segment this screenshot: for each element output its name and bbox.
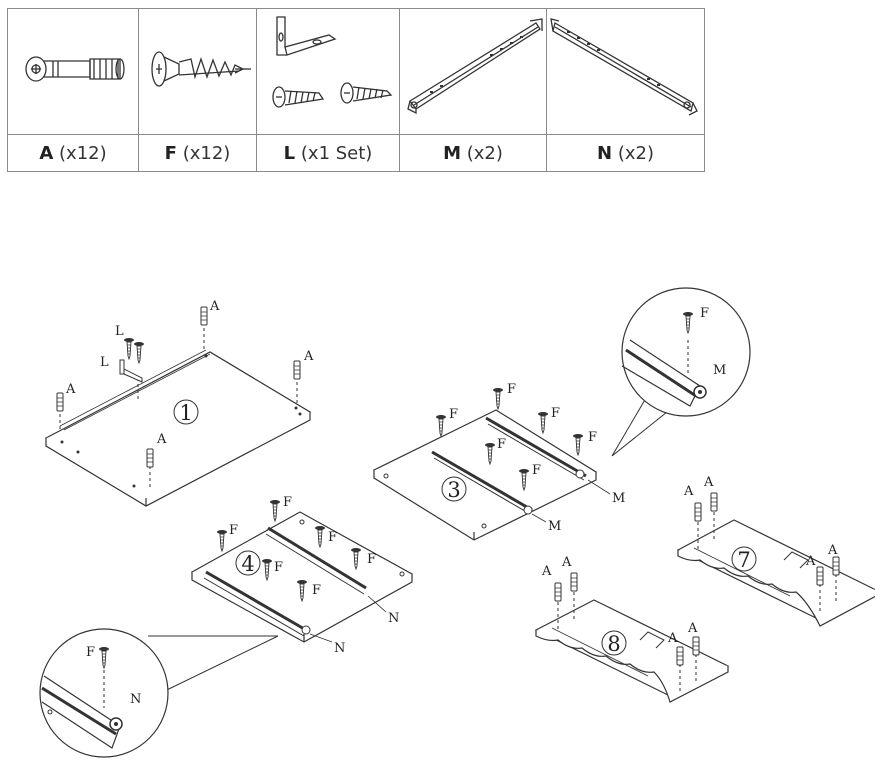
label-a: A <box>156 432 167 447</box>
label-a: A <box>541 564 552 579</box>
label-f: F <box>507 382 516 397</box>
label-a: A <box>303 349 314 364</box>
label-f: F <box>532 463 541 478</box>
label-a: A <box>687 621 698 636</box>
part-l-label: L (x1 Set) <box>256 134 400 172</box>
label-f: F <box>86 645 95 660</box>
label-f: F <box>312 583 321 598</box>
label-m: M <box>713 363 726 378</box>
label-f: F <box>551 406 560 421</box>
label-a: A <box>209 299 220 314</box>
part-m-label: M (x2) <box>399 134 547 172</box>
label-m: M <box>612 491 625 506</box>
l-bracket-set-icon <box>272 16 393 108</box>
label-a: A <box>683 484 694 499</box>
label-f: F <box>283 495 292 510</box>
drawer-rail-m-icon <box>407 18 543 115</box>
panel-step-8: 8 A A A A <box>534 555 730 703</box>
panel-step-1: 1 A A A A L L <box>44 299 314 507</box>
label-n: N <box>388 611 399 626</box>
parts-table: A (x12) F (x12) L (x1 Set) M (x2) N (x2) <box>7 8 705 172</box>
label-a: A <box>65 382 76 397</box>
label-a: A <box>805 554 816 569</box>
label-l: L <box>115 324 124 339</box>
detail-callout-n: F N <box>39 628 279 758</box>
detail-callout-m: F M <box>611 287 751 457</box>
label-f: F <box>449 407 458 422</box>
step-number-4: 4 <box>241 552 254 576</box>
label-l: L <box>100 355 109 370</box>
label-f: F <box>274 560 283 575</box>
label-a: A <box>561 555 572 570</box>
label-a: A <box>703 475 714 490</box>
panel-step-3: 3 F F F F F F M M <box>372 382 625 541</box>
label-f: F <box>700 306 709 321</box>
part-a-label: A (x12) <box>7 134 139 172</box>
wood-screw-icon <box>151 51 251 87</box>
drawer-rail-n-icon <box>550 18 698 116</box>
step-number-7: 7 <box>737 548 750 572</box>
step-number-3: 3 <box>447 478 460 502</box>
panel-step-7: 7 A A A A <box>676 475 875 627</box>
part-a-image <box>7 8 139 135</box>
step-number-8: 8 <box>607 632 620 656</box>
label-a: A <box>827 543 838 558</box>
label-f: F <box>588 430 597 445</box>
label-f: F <box>229 523 238 538</box>
part-m-image <box>399 8 547 135</box>
label-n: N <box>130 692 141 707</box>
cam-dowel-icon <box>25 56 125 82</box>
label-f: F <box>367 552 376 567</box>
part-n-image <box>546 8 705 135</box>
part-l-image <box>256 8 400 135</box>
label-n: N <box>334 641 345 656</box>
part-f-label: F (x12) <box>138 134 257 172</box>
step-number-1: 1 <box>179 401 192 425</box>
label-a: A <box>667 631 678 646</box>
part-n-label: N (x2) <box>546 134 705 172</box>
label-f: F <box>328 530 337 545</box>
panel-step-4: 4 F F F F F F N N <box>190 495 414 656</box>
label-f: F <box>497 437 506 452</box>
label-m: M <box>548 519 561 534</box>
